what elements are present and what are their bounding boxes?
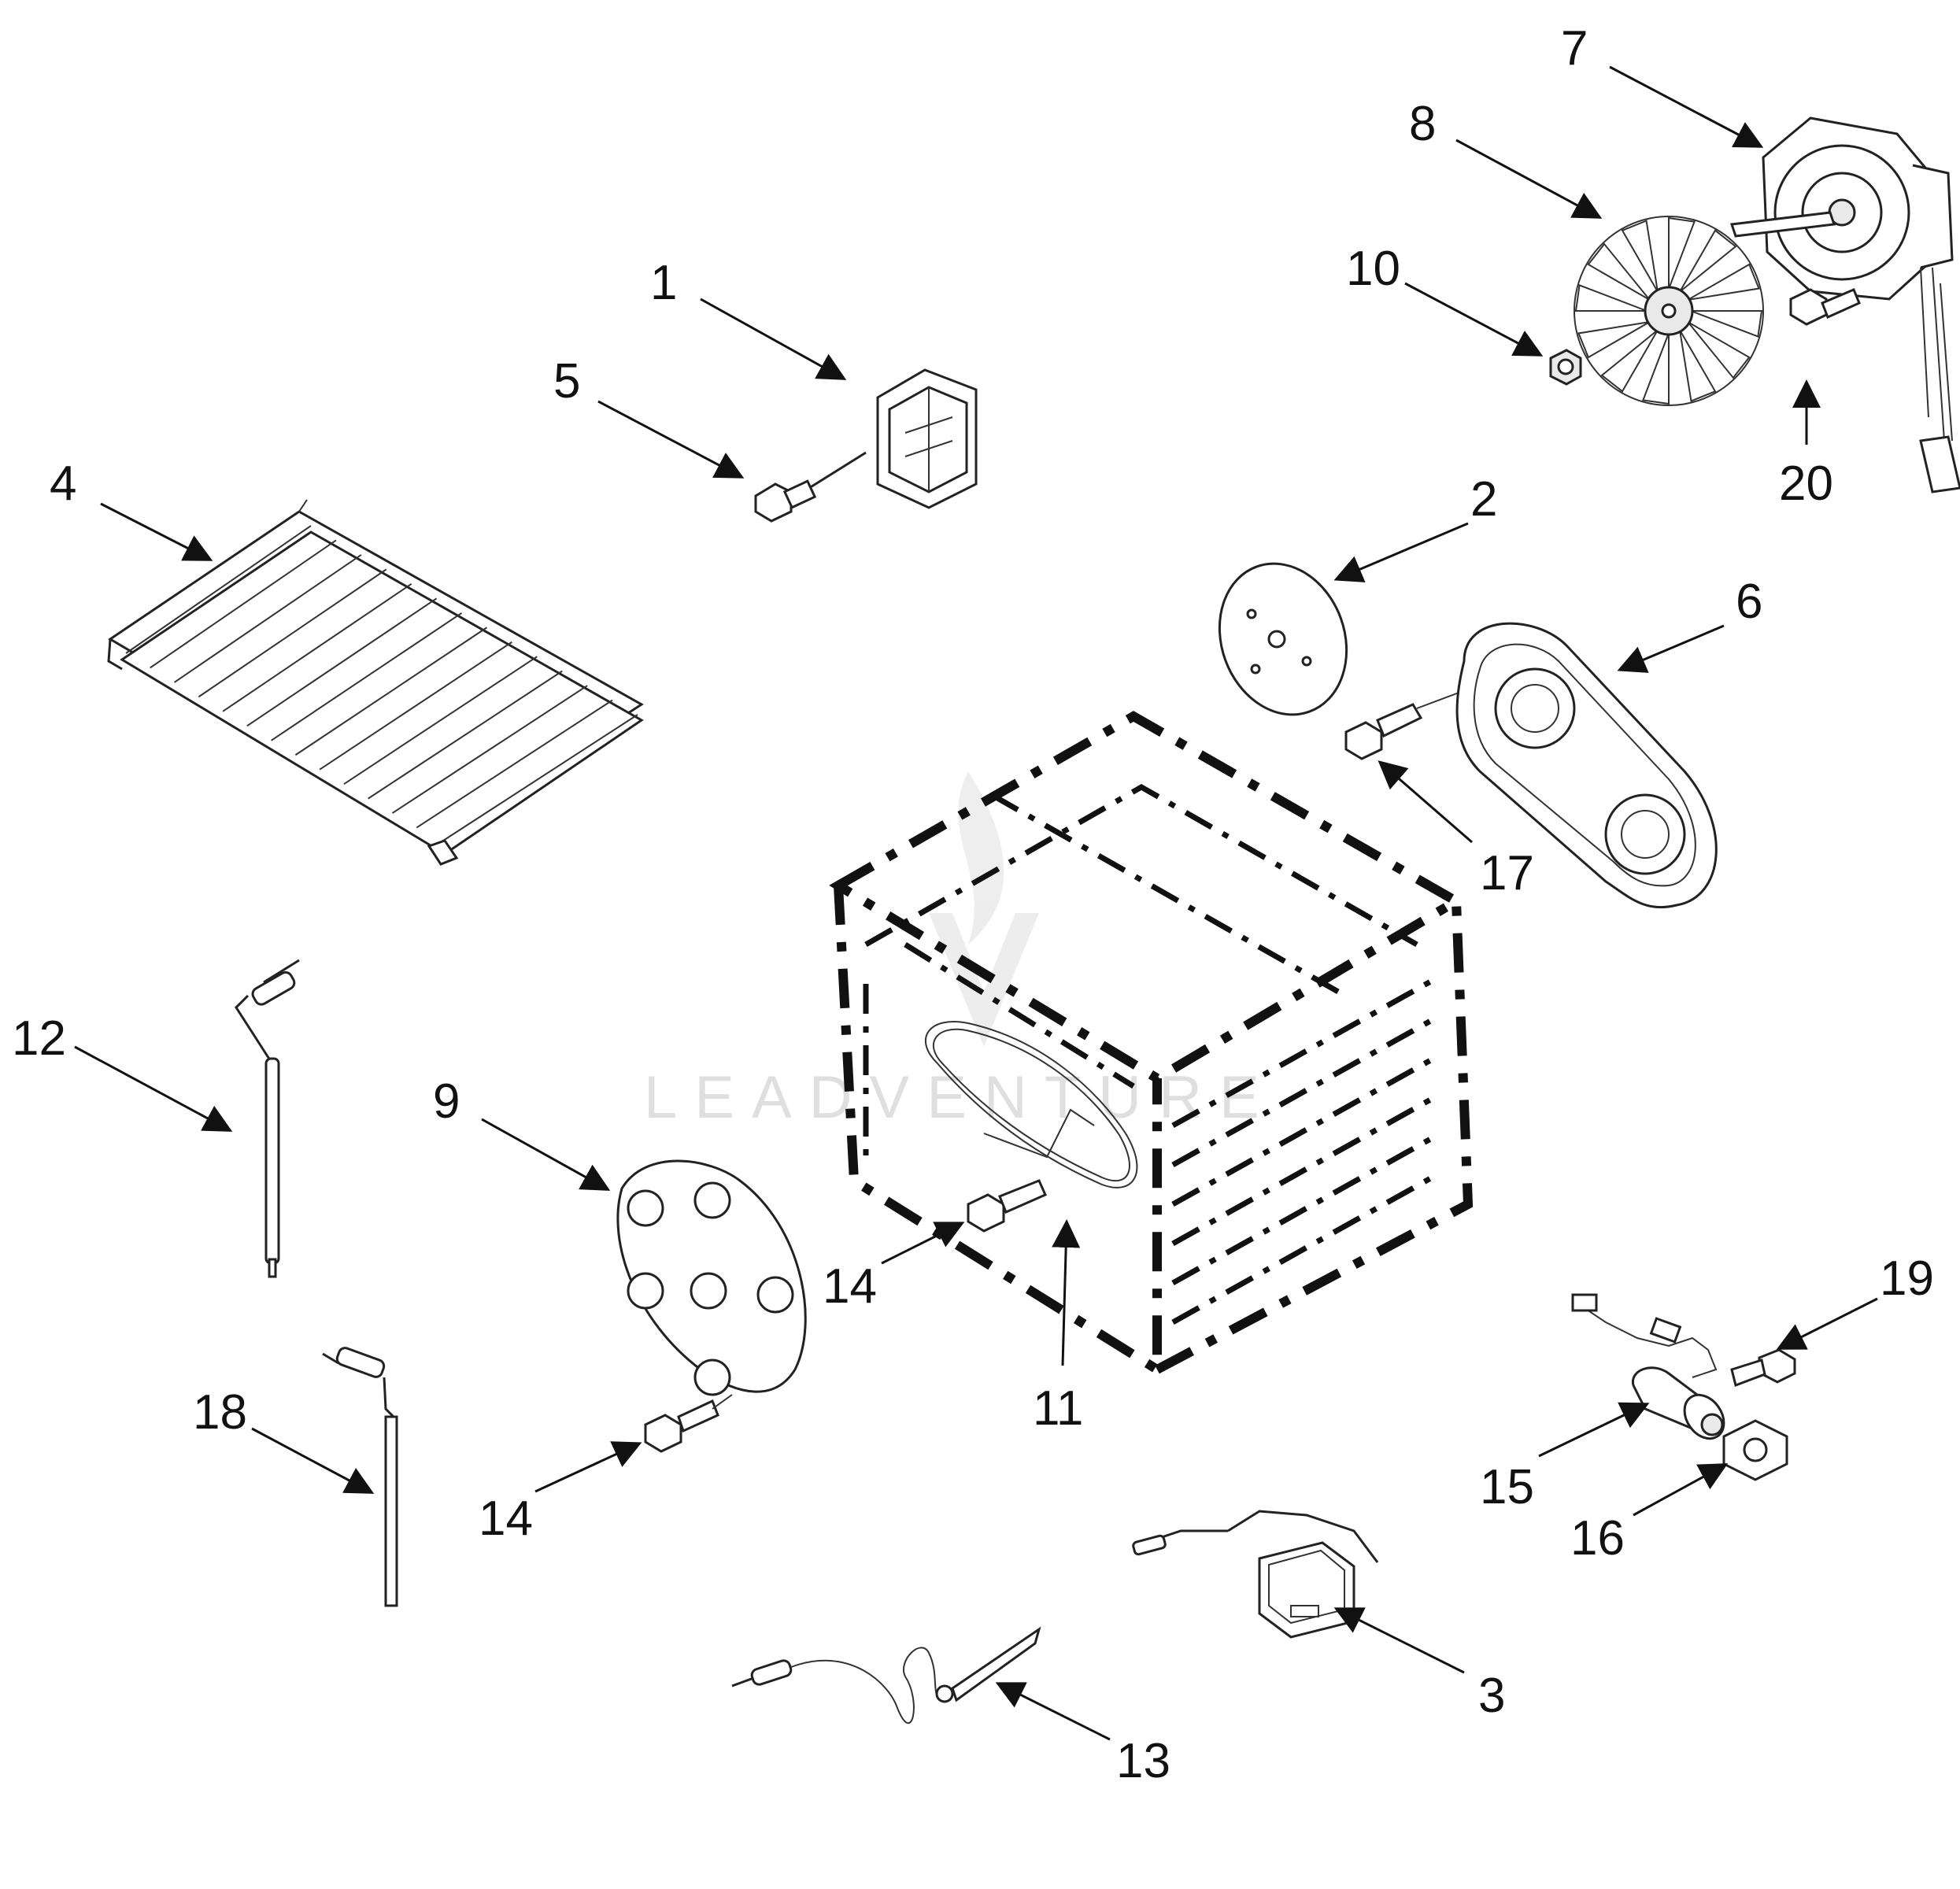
- callout-6: 6: [1617, 575, 1762, 673]
- plate-hole: [693, 1181, 731, 1219]
- callout-20-label: 20: [1779, 457, 1833, 511]
- callout-9: 9: [433, 1074, 611, 1191]
- callout-1: 1: [650, 256, 847, 380]
- callout-12-label: 12: [12, 1011, 66, 1066]
- fan-blade: [1679, 329, 1717, 402]
- callout-2-label: 2: [1470, 472, 1497, 527]
- oven-cavity-outline: [829, 711, 1474, 1378]
- meat-probe-part: [731, 1626, 1041, 1724]
- rack-bar: [150, 539, 337, 669]
- rack-bar: [343, 656, 538, 785]
- fan-blade: [1687, 321, 1751, 379]
- plate-hole: [756, 1276, 794, 1314]
- nut-part-10: [1549, 349, 1582, 386]
- callouts: 1 2 3 4 5 6 7 8: [12, 21, 1934, 1788]
- plate-hole: [627, 1189, 664, 1227]
- callout-18-label: 18: [193, 1385, 247, 1440]
- callout-13: 13: [995, 1682, 1170, 1788]
- callout-19-label: 19: [1880, 1251, 1934, 1306]
- rack-bar: [294, 627, 488, 756]
- rack-bar: [198, 568, 387, 698]
- screw-part-14a: [967, 1179, 1047, 1233]
- rack-bar: [368, 670, 563, 800]
- callout-9-label: 9: [433, 1074, 460, 1129]
- rack-bar: [173, 554, 362, 683]
- callout-8: 8: [1409, 97, 1603, 219]
- callout-14b: 14: [479, 1441, 642, 1546]
- callout-2: 2: [1333, 472, 1497, 582]
- screw-part-17: [1344, 684, 1481, 760]
- callout-11: 11: [1033, 1219, 1083, 1436]
- callout-4: 4: [50, 457, 213, 561]
- callout-18: 18: [193, 1385, 375, 1494]
- fan-blade: [1621, 220, 1659, 293]
- fan-blade-part: [1574, 216, 1764, 406]
- cover-plate-part: [616, 1159, 807, 1396]
- callout-10-label: 10: [1346, 242, 1400, 296]
- fan-cover-part: [1455, 622, 1718, 909]
- callout-13-label: 13: [1116, 1734, 1170, 1788]
- fan-blade: [1574, 284, 1648, 312]
- nut-part-16: [1722, 1419, 1788, 1481]
- valve-part-15: [1571, 1293, 1725, 1440]
- callout-7-label: 7: [1561, 21, 1588, 76]
- callout-7: 7: [1561, 21, 1764, 148]
- rack-bar: [246, 597, 438, 727]
- igniter-part-12: [235, 959, 300, 1278]
- rack-bar: [271, 612, 463, 741]
- callout-16: 16: [1570, 1463, 1729, 1566]
- callout-8-label: 8: [1409, 97, 1436, 151]
- callout-14a: 14: [823, 1222, 965, 1314]
- plate-hole: [690, 1272, 727, 1310]
- watermark: LEADVENTURE: [644, 771, 1259, 1131]
- callout-5-label: 5: [553, 354, 580, 408]
- rack-bar: [391, 685, 588, 814]
- rack-bar: [222, 583, 412, 712]
- callout-15-label: 15: [1480, 1460, 1534, 1514]
- bracket-box-part: [876, 368, 978, 509]
- rack-bar: [440, 714, 638, 843]
- screw-part-20: [1789, 288, 1861, 326]
- callout-14b-label: 14: [479, 1492, 533, 1546]
- callout-15: 15: [1480, 1402, 1650, 1514]
- rack-bar: [416, 699, 613, 829]
- callout-1-label: 1: [650, 256, 677, 310]
- rack-bar: [319, 641, 512, 771]
- callout-3-label: 3: [1478, 1669, 1505, 1723]
- fan-blade: [1690, 310, 1763, 338]
- convection-motor-part: [1729, 116, 1960, 494]
- callout-10: 10: [1346, 242, 1544, 357]
- callout-19: 19: [1776, 1251, 1934, 1350]
- callout-20: 20: [1779, 379, 1833, 511]
- fan-blade: [1687, 263, 1760, 301]
- callout-11-label: 11: [1033, 1381, 1083, 1436]
- callout-16-label: 16: [1570, 1511, 1625, 1566]
- plate-hole: [627, 1272, 664, 1310]
- fan-blade: [1587, 242, 1651, 301]
- plate-hole: [693, 1359, 731, 1396]
- fan-blade: [1600, 329, 1659, 393]
- oven-rack-part: [107, 499, 644, 866]
- callout-12: 12: [12, 1011, 233, 1132]
- callout-3: 3: [1333, 1607, 1505, 1723]
- disc-part-2: [1218, 562, 1348, 716]
- callout-17: 17: [1378, 760, 1534, 900]
- fan-blade: [1679, 229, 1737, 293]
- fan-blade: [1577, 321, 1651, 359]
- screw-part-19: [1730, 1348, 1796, 1387]
- callout-6-label: 6: [1736, 575, 1762, 629]
- screw-part-5: [754, 451, 867, 523]
- rack-bar: [125, 525, 312, 654]
- thermostat-part: [1132, 1510, 1379, 1639]
- sensor-part-18: [322, 1347, 398, 1607]
- callout-5: 5: [553, 354, 745, 479]
- callout-17-label: 17: [1480, 846, 1534, 900]
- callout-4-label: 4: [50, 457, 76, 511]
- screw-part-14b: [644, 1394, 733, 1453]
- callout-14a-label: 14: [823, 1259, 877, 1314]
- fan-blade: [1668, 216, 1696, 290]
- fan-blade: [1642, 332, 1670, 405]
- heating-element-part: [924, 1021, 1138, 1188]
